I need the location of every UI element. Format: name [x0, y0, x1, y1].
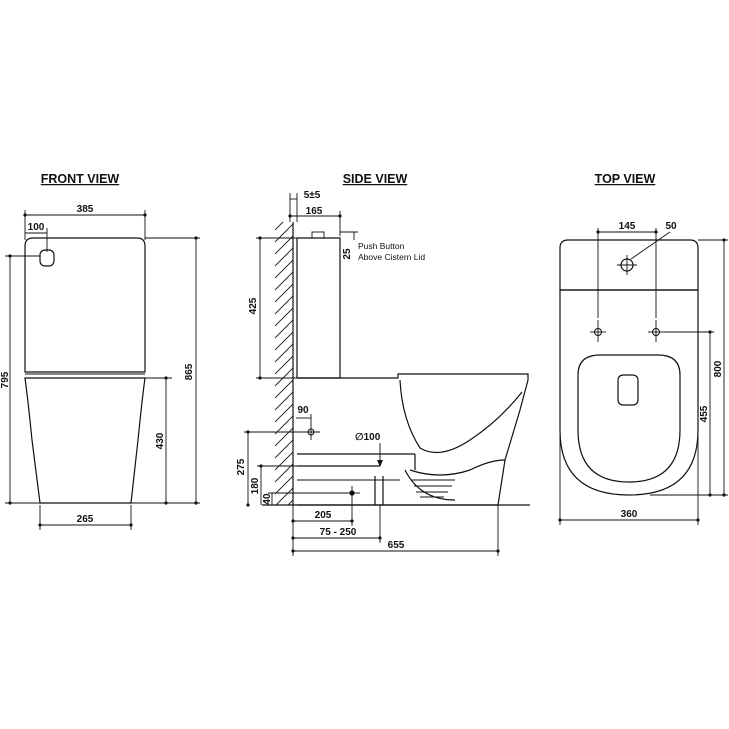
top-width-label: 360 — [621, 509, 638, 520]
side-wall-gap-label: 5±5 — [304, 190, 321, 201]
top-cistern-outline — [559, 239, 699, 291]
side-pan-outline — [297, 373, 529, 506]
side-view: 5±5 165 25 Push Button Above Cistern Lid… — [236, 190, 530, 556]
top-pan-outline — [559, 289, 699, 496]
top-view: 145 50 455 800 360 — [558, 221, 728, 525]
side-bowl-curve — [399, 379, 523, 454]
side-outlet-diameter-label: ∅100 — [355, 432, 381, 443]
side-inlet-height-label: 275 — [236, 458, 247, 475]
side-cistern-height-label: 425 — [248, 297, 259, 314]
front-cistern-height-label: 795 — [0, 371, 11, 388]
side-floor-offset-label: 40 — [262, 493, 273, 505]
front-pan-height-label: 430 — [155, 432, 166, 449]
top-view-title: TOP VIEW — [595, 172, 656, 186]
side-cistern-depth-label: 165 — [306, 206, 323, 217]
side-note-line2: Above Cistern Lid — [358, 252, 425, 262]
front-view-title: FRONT VIEW — [41, 172, 120, 186]
front-push-button-icon — [39, 249, 55, 267]
side-view-title: SIDE VIEW — [343, 172, 408, 186]
side-cistern-outline — [296, 237, 341, 379]
front-total-height-label: 865 — [184, 363, 195, 380]
front-cistern-outline — [24, 237, 146, 373]
side-total-depth-label: 655 — [388, 540, 405, 551]
top-hinge-left-icon — [594, 328, 602, 336]
top-hole-spacing-label: 145 — [619, 221, 636, 232]
front-pan-outline — [24, 377, 146, 504]
top-seat-outline — [577, 354, 681, 483]
side-outlet-height-label: 180 — [250, 477, 261, 494]
side-inlet-offset-label: 90 — [297, 405, 309, 416]
top-hinge-right-icon — [652, 328, 660, 336]
top-hole-diameter-label: 50 — [665, 221, 677, 232]
front-width-label: 385 — [77, 204, 94, 215]
top-seat-handle — [617, 374, 639, 406]
side-note-line1: Push Button — [358, 241, 405, 251]
front-button-offset-label: 100 — [28, 222, 45, 233]
side-setout-range-label: 75 - 250 — [320, 527, 357, 538]
front-base-width-label: 265 — [77, 514, 94, 525]
side-button-height-label: 25 — [342, 248, 353, 260]
wall-hatching — [275, 222, 293, 505]
side-outlet-to-wall-label: 205 — [315, 510, 332, 521]
top-total-length-label: 800 — [713, 360, 724, 377]
front-view: 385 100 795 865 430 265 — [0, 204, 200, 530]
top-seat-length-label: 455 — [699, 405, 710, 422]
